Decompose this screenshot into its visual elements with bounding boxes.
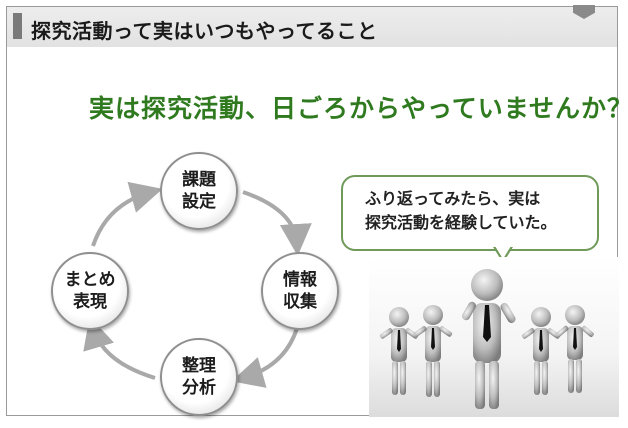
corner-tab-icon <box>573 5 595 19</box>
cycle-node-label: 整理 分析 <box>182 356 216 398</box>
cycle-node-matome-hyogen: まとめ 表現 <box>51 252 129 330</box>
cycle-node-label: 課題 設定 <box>182 170 216 212</box>
person-small-1 <box>379 307 419 395</box>
arrow-top-left <box>91 181 163 247</box>
cycle-node-joho-shushu: 情報 収集 <box>261 252 339 330</box>
person-small-4 <box>556 305 594 393</box>
arrow-bottom-right <box>231 327 299 388</box>
arrow-bottom-left <box>83 316 156 380</box>
slide: 探究活動って実はいつもやってること 実は探究活動、日ごろからやっていませんか？ … <box>6 5 628 417</box>
speech-bubble: ふり返ってみたら、実は 探究活動を経験していた。 <box>341 175 599 251</box>
people-group-icon <box>379 269 594 409</box>
inquiry-cycle-diagram: 課題 設定 情報 収集 整理 分析 まとめ 表現 <box>47 152 347 416</box>
cycle-node-label: まとめ 表現 <box>64 270 116 312</box>
cycle-arrows <box>83 181 312 388</box>
people-illustration <box>369 257 619 417</box>
cycle-node-label: 情報 収集 <box>283 270 317 312</box>
cycle-node-seiri-bunseki: 整理 分析 <box>160 338 238 416</box>
arrow-top-right <box>242 190 312 256</box>
speech-bubble-text: ふり返ってみたら、実は 探究活動を経験していた。 <box>365 189 557 232</box>
title-bar: 探究活動って実はいつもやってること <box>7 5 617 47</box>
slide-title: 探究活動って実はいつもやってること <box>31 19 378 43</box>
cycle-node-kadai-settei: 課題 設定 <box>160 152 238 230</box>
headline: 実は探究活動、日ごろからやっていませんか？ <box>89 94 628 123</box>
title-accent-bar <box>13 13 22 39</box>
person-small-2 <box>413 305 453 397</box>
person-leader <box>462 269 516 409</box>
person-small-3 <box>521 307 561 395</box>
